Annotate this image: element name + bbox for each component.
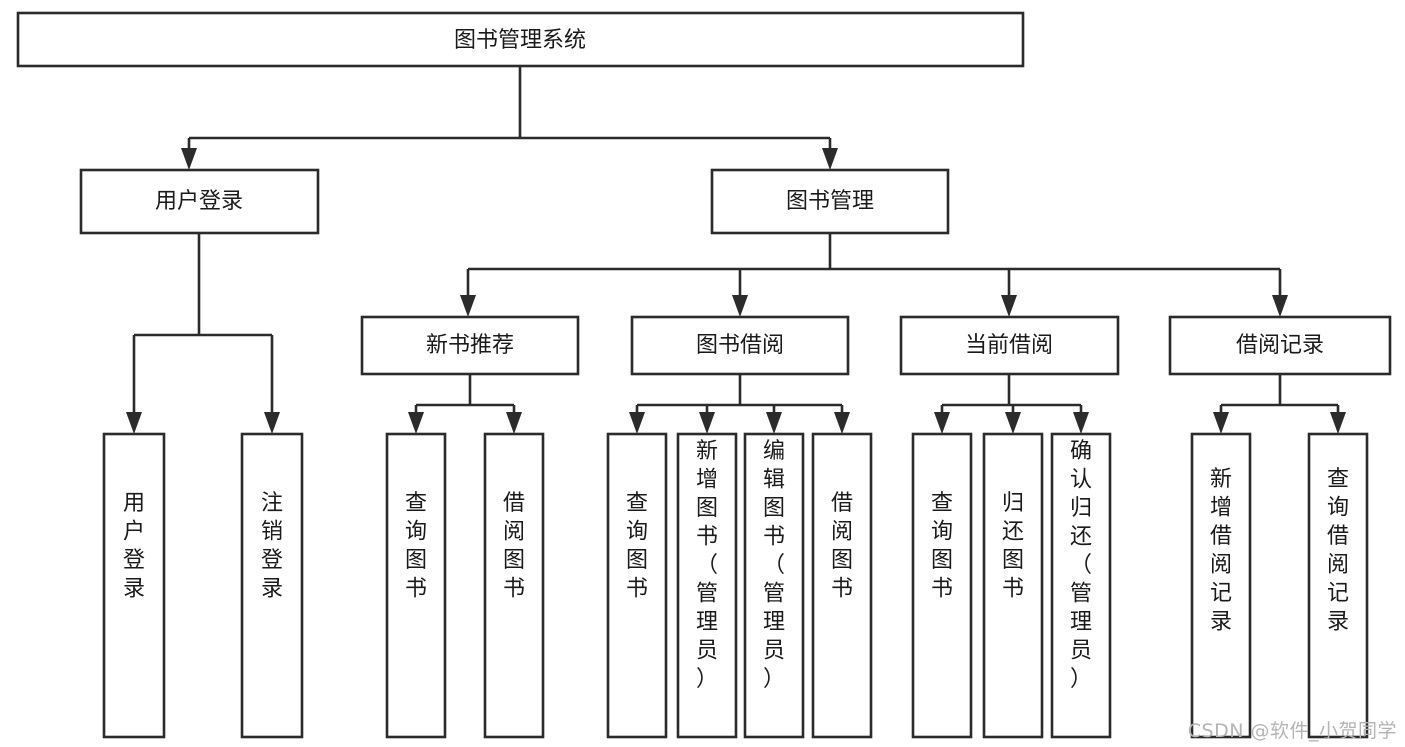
- leaf-node-user-login-box[interactable]: [102, 432, 166, 739]
- leaf-node-borrow-book[interactable]: 借阅图书: [811, 432, 873, 739]
- leaf-node-edit-book-admin-box[interactable]: [743, 432, 805, 739]
- node-book-management-box[interactable]: [710, 168, 950, 235]
- node-user-login-label: 用户登录: [155, 189, 243, 214]
- leaf-node-add-borrow-record[interactable]: 新增借阅记录: [1190, 432, 1252, 739]
- leaf-node-query-book-rec-box[interactable]: [385, 432, 447, 739]
- arrow-head-leaf-logout: [264, 412, 280, 434]
- arrow-head-newbook-leaf-1: [408, 412, 424, 434]
- node-book-borrow-box[interactable]: [630, 315, 850, 376]
- leaf-node-query-book-current[interactable]: 查询图书: [911, 432, 973, 739]
- leaf-node-user-login-label: 用户登录: [123, 491, 145, 602]
- leaf-node-query-book-rec-label: 查询图书: [405, 491, 427, 602]
- arrow-head-borrow-leaf-4: [834, 412, 850, 434]
- leaf-node-query-borrow-record-box[interactable]: [1307, 432, 1369, 739]
- leaf-node-return-book-box[interactable]: [982, 432, 1044, 739]
- leaf-node-confirm-return-admin[interactable]: 确认归还（管理员）: [1050, 432, 1112, 739]
- arrow-head-new-book-rec: [460, 295, 476, 317]
- leaf-node-add-borrow-record-box[interactable]: [1190, 432, 1252, 739]
- leaf-node-logout[interactable]: 注销登录: [240, 432, 304, 739]
- leaf-node-confirm-return-admin-box[interactable]: [1050, 432, 1112, 739]
- leaf-node-add-borrow-record-label: 新增借阅记录: [1210, 467, 1232, 635]
- arrow-head-borrow-leaf-2: [699, 412, 715, 434]
- leaf-node-confirm-return-admin-label: 确认归还（管理员）: [1070, 439, 1092, 692]
- leaf-node-add-book-admin-box[interactable]: [676, 432, 738, 739]
- arrow-head-current-borrow: [1001, 295, 1017, 317]
- arrow-head-newbook-leaf-2: [506, 412, 522, 434]
- arrow-head-borrow-leaf-3: [766, 412, 782, 434]
- node-current-borrow-label: 当前借阅: [965, 333, 1053, 358]
- node-book-borrow-label: 图书借阅: [696, 333, 784, 358]
- arrow-head-record-leaf-1: [1213, 412, 1229, 434]
- node-borrow-record-label: 借阅记录: [1236, 333, 1324, 358]
- arrow-head-book-borrow: [732, 295, 748, 317]
- node-borrow-record-box[interactable]: [1168, 315, 1392, 376]
- arrow-head-borrow-leaf-1: [629, 412, 645, 434]
- node-book-management[interactable]: 图书管理: [710, 168, 950, 235]
- node-root-box[interactable]: [16, 11, 1025, 68]
- node-book-borrow[interactable]: 图书借阅: [630, 315, 850, 376]
- leaf-node-query-book-borrow[interactable]: 查询图书: [606, 432, 668, 739]
- leaf-node-logout-box[interactable]: [240, 432, 304, 739]
- leaf-node-edit-book-admin[interactable]: 编辑图书（管理员）: [743, 432, 805, 739]
- node-borrow-record[interactable]: 借阅记录: [1168, 315, 1392, 376]
- leaf-node-borrow-book-rec-label: 借阅图书: [503, 491, 525, 602]
- arrow-head-current-leaf-3: [1073, 412, 1089, 434]
- csdn-watermark: CSDN @软件_小贺同学: [1187, 720, 1397, 742]
- leaf-nodes-layer: 用户登录 注销登录 查询图书 借阅图书 查询图书 新增图书（管理员） 编辑图书（…: [102, 432, 1369, 739]
- arrow-head-borrow-record: [1272, 295, 1288, 317]
- leaf-node-query-book-current-box[interactable]: [911, 432, 973, 739]
- leaf-node-query-borrow-record-label: 查询借阅记录: [1327, 467, 1349, 635]
- node-book-management-label: 图书管理: [786, 189, 874, 214]
- leaf-node-query-borrow-record[interactable]: 查询借阅记录: [1307, 432, 1369, 739]
- leaf-node-borrow-book-label: 借阅图书: [831, 491, 853, 602]
- node-user-login[interactable]: 用户登录: [79, 168, 320, 235]
- arrow-head-user-login: [181, 148, 197, 170]
- node-current-borrow[interactable]: 当前借阅: [899, 315, 1120, 376]
- leaf-node-borrow-book-box[interactable]: [811, 432, 873, 739]
- node-current-borrow-box[interactable]: [899, 315, 1120, 376]
- leaf-node-return-book[interactable]: 归还图书: [982, 432, 1044, 739]
- leaf-node-query-book-borrow-box[interactable]: [606, 432, 668, 739]
- node-new-book-recommend[interactable]: 新书推荐: [360, 315, 580, 376]
- leaf-node-borrow-book-rec-box[interactable]: [483, 432, 545, 739]
- leaf-node-logout-label: 注销登录: [261, 491, 283, 602]
- node-root[interactable]: 图书管理系统: [16, 11, 1025, 68]
- node-new-book-recommend-box[interactable]: [360, 315, 580, 376]
- leaf-node-user-login[interactable]: 用户登录: [102, 432, 166, 739]
- arrow-head-current-leaf-1: [934, 412, 950, 434]
- arrow-head-record-leaf-2: [1330, 412, 1346, 434]
- leaf-node-query-book-rec[interactable]: 查询图书: [385, 432, 447, 739]
- node-user-login-box[interactable]: [79, 168, 320, 235]
- leaf-node-query-book-borrow-label: 查询图书: [626, 491, 648, 602]
- leaf-node-edit-book-admin-label: 编辑图书（管理员）: [763, 439, 785, 692]
- leaf-node-return-book-label: 归还图书: [1002, 491, 1024, 602]
- arrow-head-current-leaf-2: [1005, 412, 1021, 434]
- arrow-head-book-mgmt: [822, 148, 838, 170]
- leaf-node-add-book-admin[interactable]: 新增图书（管理员）: [676, 432, 738, 739]
- node-root-label: 图书管理系统: [454, 28, 586, 53]
- arrow-head-leaf-user-login: [126, 412, 142, 434]
- connector-layer: [126, 66, 1346, 434]
- leaf-node-borrow-book-rec[interactable]: 借阅图书: [483, 432, 545, 739]
- leaf-node-add-book-admin-label: 新增图书（管理员）: [696, 439, 718, 692]
- leaf-node-query-book-current-label: 查询图书: [931, 491, 953, 602]
- node-new-book-recommend-label: 新书推荐: [426, 333, 514, 358]
